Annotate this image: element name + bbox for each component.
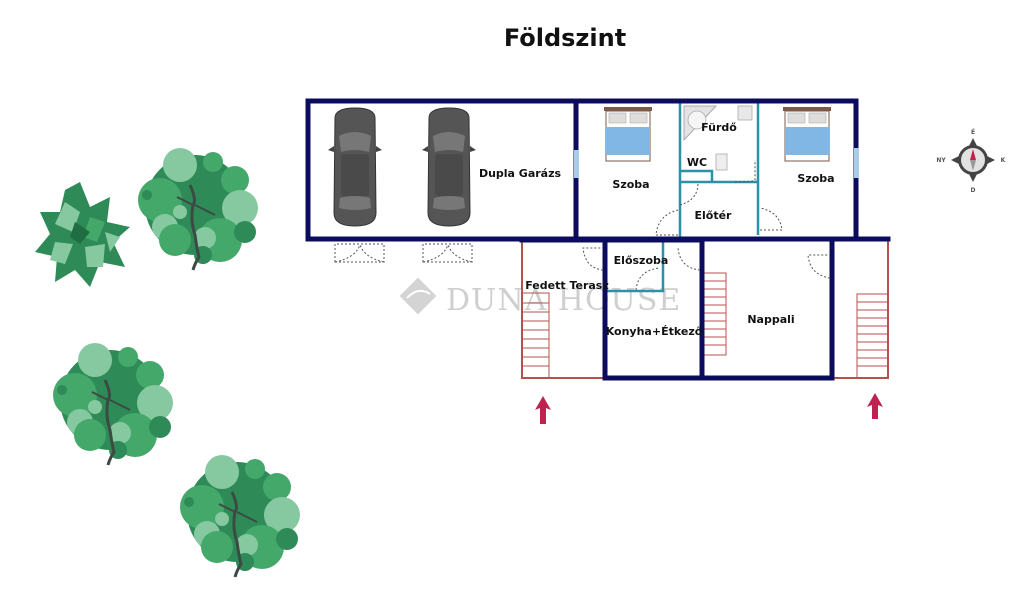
door-living <box>807 254 831 279</box>
bed-left <box>603 106 653 162</box>
room-label-bedroom-left: Szoba <box>612 178 649 191</box>
entrance-arrow-right <box>867 393 883 419</box>
windows <box>574 148 859 178</box>
window-garage <box>574 150 579 178</box>
compass-west-label: NY <box>936 157 946 164</box>
doors <box>334 160 831 291</box>
window-bedroom-right <box>854 148 859 178</box>
bathtub <box>683 105 717 142</box>
room-label-garage: Dupla Garázs <box>479 167 562 180</box>
tree-bottom <box>178 453 302 579</box>
car-2 <box>421 107 477 227</box>
room-label-wc: WC <box>687 156 707 169</box>
room-label-terrace: Fedett Terasz <box>525 279 609 292</box>
door-terrace <box>582 247 604 271</box>
door-entry <box>635 267 661 291</box>
door-bathroom <box>734 160 756 183</box>
floor-title: Földszint <box>503 24 627 52</box>
tree-middle <box>51 341 175 467</box>
room-label-bedroom-right: Szoba <box>797 172 834 185</box>
entrance-arrow-left <box>535 396 551 424</box>
car-1 <box>327 107 383 227</box>
toilet-sink <box>715 153 728 171</box>
door-kitchen <box>677 247 701 271</box>
sink <box>737 105 753 121</box>
door-wc <box>679 182 699 206</box>
watermark-text: DUNA HOUSE <box>446 283 681 318</box>
compass: É D NY K <box>936 128 1005 194</box>
watermark: DUNA HOUSE <box>399 277 681 318</box>
stairs-right <box>856 293 889 379</box>
shrub-spiky <box>35 182 130 287</box>
tree-top-right <box>136 146 260 272</box>
stairs-left <box>521 292 550 379</box>
inner-walls <box>605 102 760 293</box>
room-label-kitchen: Konyha+Étkező <box>606 325 703 338</box>
compass-east-label: K <box>1001 157 1006 164</box>
door-bedroom-left <box>655 209 679 236</box>
garage-door-1 <box>334 243 385 263</box>
room-label-entry: Előszoba <box>614 254 669 267</box>
stairs-inner <box>702 272 727 356</box>
compass-south-needle <box>970 160 976 171</box>
compass-north-label: É <box>971 128 975 136</box>
terrace-right <box>832 240 889 379</box>
room-label-hallway: Előtér <box>695 209 733 222</box>
compass-south-label: D <box>971 187 976 194</box>
garage-door-2 <box>422 243 473 263</box>
door-bedroom-right <box>759 207 783 231</box>
room-label-living: Nappali <box>747 313 794 326</box>
bed-right <box>782 106 832 162</box>
compass-north-needle <box>970 149 976 160</box>
room-label-bathroom: Fürdő <box>701 121 737 134</box>
